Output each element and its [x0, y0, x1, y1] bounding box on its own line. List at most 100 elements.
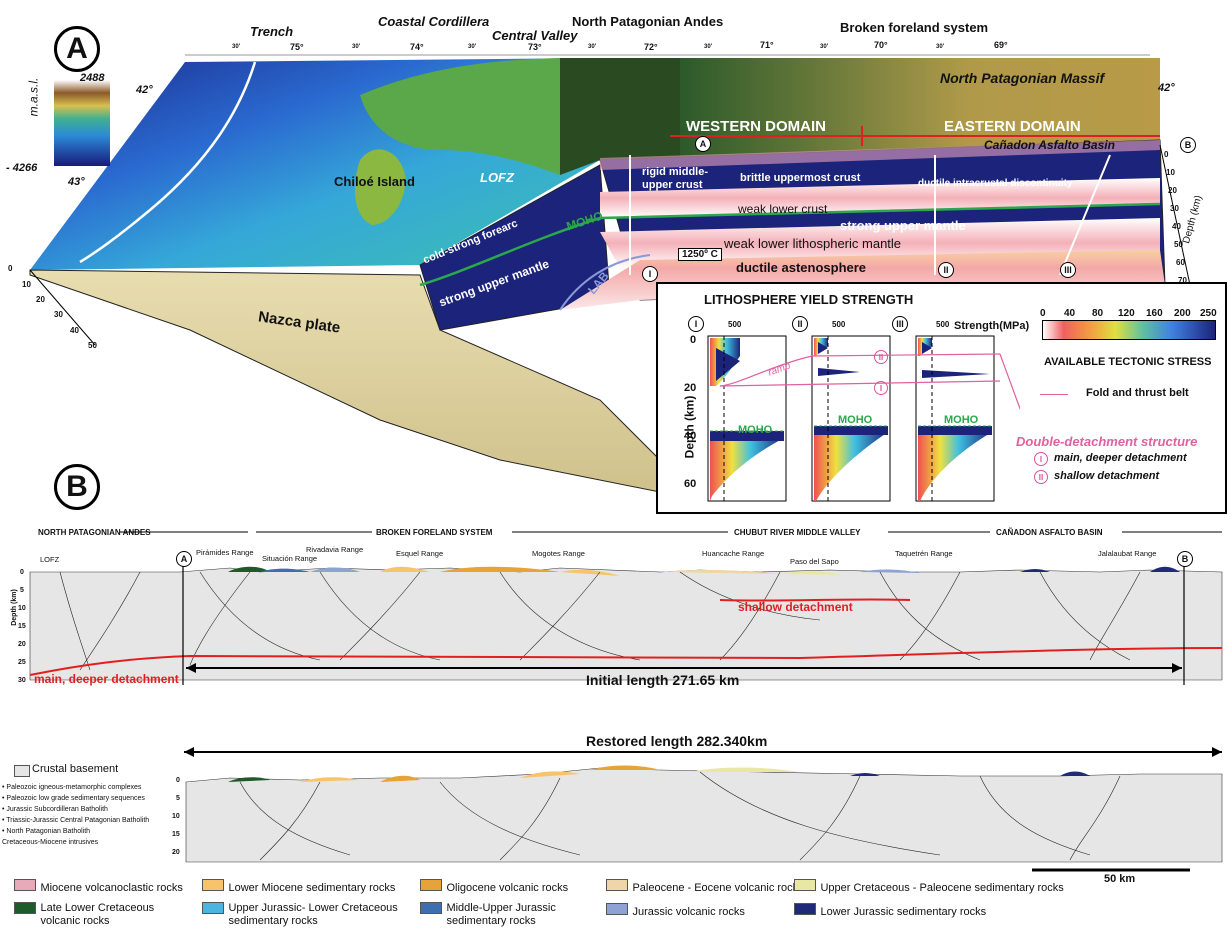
label-western-domain: WESTERN DOMAIN — [686, 118, 826, 135]
legend-basement: Crustal basement — [32, 763, 119, 775]
lon-tick: 73° — [528, 42, 542, 52]
legend-label: Lower Jurassic sedimentary rocks — [820, 906, 987, 918]
column-iii: III — [1060, 262, 1076, 278]
restored-depth-tick: 5 — [176, 795, 180, 802]
range-label: Paso del Sapo — [790, 557, 839, 566]
swatch — [794, 903, 816, 915]
layer-ductile-discontinuity: ductile intracrustal discontinuity — [918, 178, 1073, 189]
inset-pink-ii: II — [874, 350, 888, 364]
fold-thrust-symbol — [1040, 394, 1068, 395]
left-depth-tick: 40 — [70, 326, 79, 335]
range-label: Esquel Range — [396, 549, 444, 558]
legend-label: Jurassic volcanic rocks — [632, 906, 745, 918]
label-lofz: LOFZ — [480, 170, 514, 185]
restored-depth-tick: 15 — [172, 831, 180, 838]
legend-unit: Miocene volcanoclastic rocks — [14, 878, 183, 896]
b-depth-tick: 30 — [18, 677, 26, 684]
legend-main-detachment: main, deeper detachment — [1054, 452, 1187, 464]
min-tick: 30' — [936, 44, 945, 50]
restored-length-label: Restored length 282.340km — [586, 733, 768, 749]
lon-tick: 74° — [410, 42, 424, 52]
inset-depth-tick: 60 — [684, 478, 697, 490]
range-label: Huancache Range — [702, 549, 765, 558]
colorbar-tick: 0 — [1040, 308, 1046, 319]
layer-weak-lower-crust: weak lower crust — [738, 202, 828, 216]
legend-label: Upper Cretaceous - Paleocene sedimentary… — [820, 882, 1064, 894]
inset-moho-i: MOHO — [738, 424, 773, 436]
range-label: Situación Range — [262, 554, 318, 563]
elevation-colorbar — [54, 80, 110, 166]
b-depth-tick: 5 — [20, 587, 24, 594]
swatch — [606, 879, 628, 891]
column-i: I — [642, 266, 658, 282]
basement-note: Cretaceous-Miocene intrusives — [2, 839, 99, 846]
b-depth-tick: 0 — [20, 569, 24, 576]
inset-moho-ii: MOHO — [838, 414, 873, 426]
panel-b-cross-sections — [29, 531, 1223, 872]
legend-unit: Upper Jurassic- Lower Cretaceous sedimen… — [202, 902, 418, 929]
legend-label: Paleocene - Eocene volcanic rocks — [632, 882, 804, 894]
swatch — [420, 902, 442, 914]
depth-tick: 30 — [1170, 204, 1179, 213]
section-point-a: A — [695, 136, 711, 152]
inset-top-tick: 500 — [832, 320, 846, 329]
lon-tick: 69° — [994, 40, 1008, 50]
label-north-patagonian-massif: North Patagonian Massif — [940, 70, 1105, 86]
inset-col-i: I — [688, 316, 704, 332]
label-canadon-asfalto: Cañadon Asfalto Basin — [984, 138, 1115, 152]
left-depth-tick: 50 — [88, 341, 97, 350]
legend-label: Middle-Upper Jurassic sedimentary rocks — [446, 902, 556, 927]
depth-tick: 60 — [1176, 258, 1185, 267]
colorbar-tick: 200 — [1174, 308, 1191, 319]
shallow-detachment-label: shallow detachment — [738, 600, 853, 614]
trench-line — [79, 61, 257, 264]
lab-line — [559, 254, 651, 311]
elevation-min: - 4266 — [6, 162, 38, 174]
left-depth-tick: 0 — [8, 264, 13, 273]
basement-note: • Paleozoic igneous-metamorphic complexe… — [2, 784, 142, 791]
yield-strength-profiles — [707, 335, 1020, 502]
region-label: BROKEN FORELAND SYSTEM — [376, 528, 493, 537]
swatch-basement — [14, 765, 30, 777]
depth-tick: 20 — [1168, 186, 1177, 195]
legend-label: Oligocene volcanic rocks — [446, 882, 569, 894]
lon-tick: 71° — [760, 40, 774, 50]
inset-strength-label: Strength(MPa) — [954, 320, 1030, 332]
region-label: CAÑADON ASFALTO BASIN — [996, 528, 1103, 537]
lat-tick: 42° — [1158, 82, 1175, 94]
inset-title: LITHOSPHERE YIELD STRENGTH — [704, 292, 914, 307]
panel-b-letter: B — [54, 464, 100, 510]
min-tick: 30' — [352, 44, 361, 50]
label-north-patagonian-andes: North Patagonian Andes — [572, 14, 724, 29]
left-depth-tick: 20 — [36, 295, 45, 304]
swatch — [420, 879, 442, 891]
lon-tick: 72° — [644, 42, 658, 52]
b-depth-tick: 15 — [18, 623, 26, 630]
label-chiloe: Chiloé Island — [334, 174, 415, 189]
elevation-max: 2488 — [80, 72, 105, 84]
section-point-b-b: B — [1177, 551, 1193, 567]
region-label: CHUBUT RIVER MIDDLE VALLEY — [734, 528, 861, 537]
left-depth-tick: 30 — [54, 310, 63, 319]
legend-unit: Late Lower Cretaceous volcanic rocks — [14, 902, 190, 929]
elevation-unit: m.a.s.l. — [26, 77, 41, 117]
colorbar-tick: 160 — [1146, 308, 1163, 319]
panel-a-letter: A — [54, 26, 100, 72]
min-tick: 30' — [468, 44, 477, 50]
depth-tick: 40 — [1172, 222, 1181, 231]
lat-tick: 43° — [68, 176, 85, 188]
inset-top-tick: 500 — [936, 320, 950, 329]
layer-brittle: brittle uppermost crust — [740, 172, 861, 184]
depth-tick: 70 — [1178, 276, 1187, 285]
lower-crust-band — [600, 178, 1160, 218]
inset-depth-tick: 40 — [684, 430, 697, 442]
scale-label: 50 km — [1104, 873, 1136, 885]
basement-note: • North Patagonian Batholith — [2, 828, 91, 835]
legend-unit: Paleocene - Eocene volcanic rocks — [606, 878, 804, 896]
swatch — [202, 902, 224, 914]
b-depth-tick: 25 — [18, 659, 26, 666]
legend-pink-ii: II — [1034, 470, 1048, 484]
layer-rigid: rigid middle-upper crust — [642, 166, 708, 191]
legend-unit: Upper Cretaceous - Paleocene sedimentary… — [794, 878, 1064, 896]
restored-depth-tick: 0 — [176, 777, 180, 784]
